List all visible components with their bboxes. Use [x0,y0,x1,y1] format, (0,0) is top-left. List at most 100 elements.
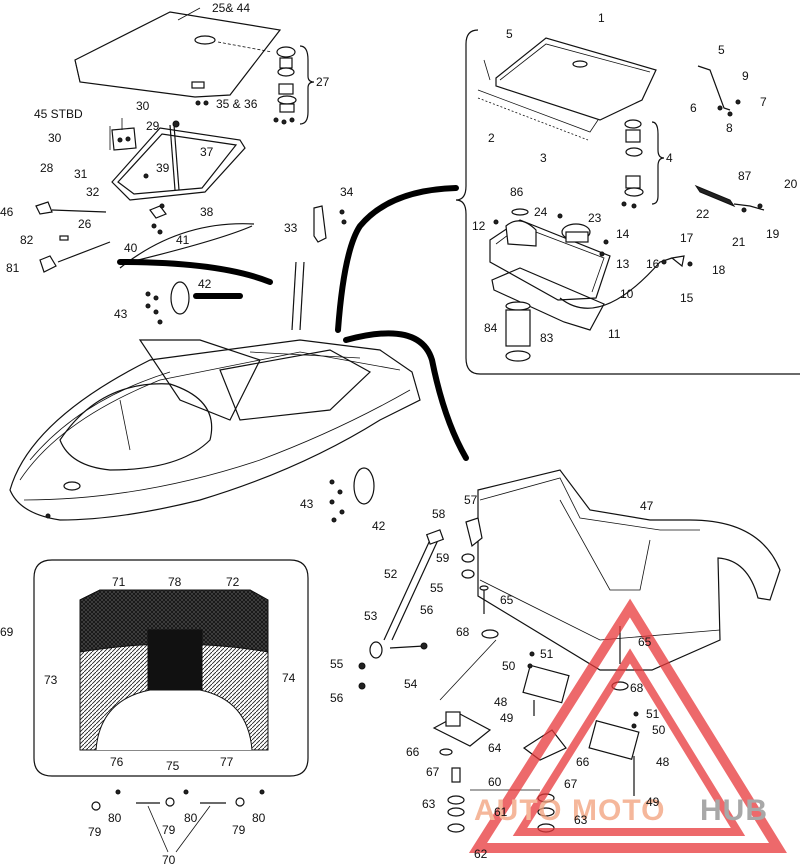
callout-label: 77 [220,755,234,769]
callout-label: 6 [690,101,697,115]
callout-label: 65 [500,593,514,607]
callout-label: 38 [200,205,214,219]
callout-label: 30 [48,131,62,145]
callout-label: 2 [488,131,495,145]
callout-label: 46 [0,205,14,219]
callout-label: 4 [666,151,673,165]
callout-label: 43 [300,497,314,511]
callout-label: 31 [74,167,88,181]
callout-label: 68 [630,681,644,695]
cushion-lid-assembly [74,7,315,125]
callout-label: 23 [588,211,602,225]
callout-label: 5 [506,27,513,41]
callout-label: 52 [384,567,398,581]
callout-label: 7 [760,95,767,109]
callout-label: 73 [44,673,58,687]
callout-label: 32 [86,185,100,199]
callout-label: 28 [40,161,54,175]
callout-label: 3 [540,151,547,165]
callout-label: 56 [330,691,344,705]
inset-fasteners [91,789,265,853]
callout-label: 34 [340,185,354,199]
callout-label: 64 [488,741,502,755]
callout-label: 14 [616,227,630,241]
callout-label: 26 [78,217,92,231]
callout-label: 61 [494,805,508,819]
callout-label: 63 [422,797,436,811]
watermark-text-moto: MOTO [572,794,665,827]
callout-label: 19 [766,227,780,241]
callout-label: 60 [488,775,502,789]
callout-label: 79 [232,823,246,837]
callout-label: 8 [726,121,733,135]
callout-label: 1 [598,11,605,25]
callout-label: 50 [502,659,516,673]
callout-label: 45 STBD [34,107,83,121]
watermark-text-hub: HUB [700,794,768,827]
callout-label: 29 [146,119,160,133]
callout-label: 24 [534,205,548,219]
callout-label: 79 [162,823,176,837]
callout-label: 55 [330,657,344,671]
callout-label: 70 [162,853,176,867]
callout-label: 40 [124,241,138,255]
callout-label: 72 [226,575,240,589]
callout-label: 42 [198,277,212,291]
callout-label: 67 [426,765,440,779]
watermark-text-auto: AUTO [474,794,562,827]
callout-label: 66 [406,745,420,759]
callout-label: 57 [464,493,478,507]
callout-label: 9 [742,69,749,83]
callout-label: 21 [732,235,746,249]
hatch-frame-assembly [35,118,255,273]
callout-label: 80 [252,811,266,825]
callout-label: 59 [436,551,450,565]
callout-label: 58 [432,507,446,521]
callout-label: 80 [184,811,198,825]
upholstery-detail-inset [33,559,309,777]
callout-label: 62 [474,847,488,861]
callout-label: 69 [0,625,14,639]
vent-oval-parts [145,205,375,523]
boat-hull [9,339,421,521]
callout-label: 48 [656,755,670,769]
callout-label: 66 [576,755,590,769]
callout-label: 43 [114,307,128,321]
callout-label: 51 [540,647,554,661]
callout-label: 71 [112,575,126,589]
callout-label: 12 [472,219,486,233]
callout-label: 55 [430,581,444,595]
callout-label: 76 [110,755,124,769]
callout-label: 22 [696,207,710,221]
callout-label: 10 [620,287,634,301]
callout-label: 41 [176,233,190,247]
callout-label: 37 [200,145,214,159]
callout-label: 75 [166,759,180,773]
callout-label: 16 [646,257,660,271]
callout-label: 5 [718,43,725,57]
callout-label: 63 [574,813,588,827]
callout-label: 20 [784,177,798,191]
callout-label: 50 [652,723,666,737]
callout-label: 42 [372,519,386,533]
leader-arrows [117,185,469,461]
callout-label: 82 [20,233,34,247]
callout-label: 25& 44 [212,1,250,15]
callout-label: 78 [168,575,182,589]
callout-label: 83 [540,331,554,345]
callout-label: 86 [510,185,524,199]
callout-label: 54 [404,677,418,691]
callout-label: 84 [484,321,498,335]
automotohub-watermark: AUTO MOTO HUB [468,598,787,853]
callout-label: 68 [456,625,470,639]
callout-label: 15 [680,291,694,305]
callout-label: 87 [738,169,752,183]
callout-label: 49 [646,795,660,809]
callout-label: 13 [616,257,630,271]
callout-label: 18 [712,263,726,277]
callout-label: 67 [564,777,578,791]
hinge-hardware-stack [273,45,315,125]
callout-label: 80 [108,811,122,825]
